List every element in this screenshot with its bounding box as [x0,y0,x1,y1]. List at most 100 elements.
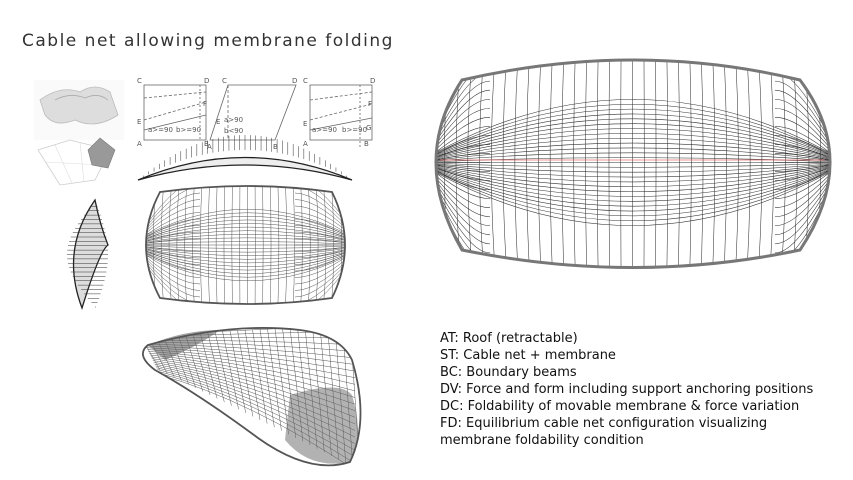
grid-curve [436,123,830,161]
grid-curve [146,186,201,242]
grid-curve [146,199,201,243]
grid-curve [436,98,491,161]
legend-line-at: AT: Roof (retractable) [440,331,578,346]
grid-curve [436,163,491,208]
grid-curve [436,165,491,245]
legend-line-dc: DC: Foldability of movable membrane & fo… [440,399,800,414]
label-f: F [203,100,207,108]
grid-curve [146,216,345,243]
side-elevation [137,135,353,181]
legend-line-bc: BC: Boundary beams [440,365,577,380]
grid-curve [146,246,345,264]
grid-curve [436,135,491,162]
grid-curve [436,107,491,161]
grid-curve [436,166,491,268]
grid-curve [146,248,345,278]
label-c-3: C [303,77,308,85]
grid-curve [436,138,830,162]
label-c: C [137,77,142,85]
grid-curve [146,218,201,244]
grid-curve [142,327,356,336]
label-e: E [137,118,141,126]
grid-curve [436,165,830,207]
grid-curve [294,192,345,242]
grid-curve [436,164,491,218]
grid-curve [436,126,491,162]
grid-curve [146,246,345,260]
grid-curve [774,107,830,161]
grid-curve [436,163,491,190]
grid-curve [436,147,830,162]
geometry-diagram-3 [309,84,373,148]
grid-curve [774,80,830,160]
grid-curve [774,163,830,199]
grid-curve [294,246,345,278]
grid-curve [294,248,345,298]
grid-curve [774,164,830,218]
grid-curve [774,117,830,162]
grid-curve [774,165,830,254]
geometry-diagram-1 [143,84,207,141]
legend-line-fd: FD: Equilibrium cable net configuration … [440,416,768,431]
label-angle-top-2: a>90 [224,116,243,124]
grid-curve [436,165,830,212]
folded-roof-render [34,80,124,140]
label-e-3: E [303,120,307,128]
grid-curve [146,248,201,304]
grid-curve [436,164,830,192]
grid-curve [436,163,830,178]
grid-curve [146,245,345,253]
grid-curve [146,212,201,244]
grid-curve [436,164,491,236]
grid-curve [146,247,201,285]
grid-curve [294,248,345,304]
grid-curve [436,164,830,197]
grid-curve [774,164,830,236]
grid-curve [294,247,345,285]
grid-curve [436,165,491,254]
label-g-3: G [366,124,371,132]
grid-curve [436,165,830,222]
grid-curve [774,164,830,227]
grid-curve [146,247,345,274]
label-b: B [204,140,209,148]
grid-curve [774,165,830,245]
grid-curve [436,163,491,199]
grid-curve [294,231,345,245]
grid-curve [146,245,345,256]
grid-curve [294,225,345,245]
grid-curve [146,230,345,244]
label-angle-a-3: a>=90 [312,126,337,134]
grid-curve [146,241,345,245]
grid-curve [294,218,345,244]
grid-curve [436,108,830,160]
grid-curve [774,153,830,163]
grid-curve [146,205,201,243]
label-a-2: A [207,143,212,151]
grid-curve [146,192,201,242]
grid-curve [294,186,345,242]
grid-line [222,331,239,410]
label-a-3: A [303,140,308,148]
label-angle-b-3: b>=90 [342,126,367,134]
grid-curve [146,212,345,242]
grid-curve [294,238,345,245]
grid-curve [294,245,345,252]
grid-curve [146,245,345,249]
grid-line [274,328,289,435]
grid-curve [146,225,201,245]
label-e-2: E [216,118,220,126]
grid-curve [436,128,830,161]
grid-curve [146,247,345,271]
grid-curve [146,247,201,291]
grid-curve [436,142,830,162]
label-d-3: D [370,77,375,85]
legend-line-fd-cont: membrane foldability condition [440,433,644,448]
perspective-view [141,327,362,467]
grid-curve [436,164,491,227]
geometry-diagram-2 [209,84,297,141]
label-f-3: F [368,100,372,108]
grid-curve [146,238,201,245]
grid-curve [146,245,201,259]
